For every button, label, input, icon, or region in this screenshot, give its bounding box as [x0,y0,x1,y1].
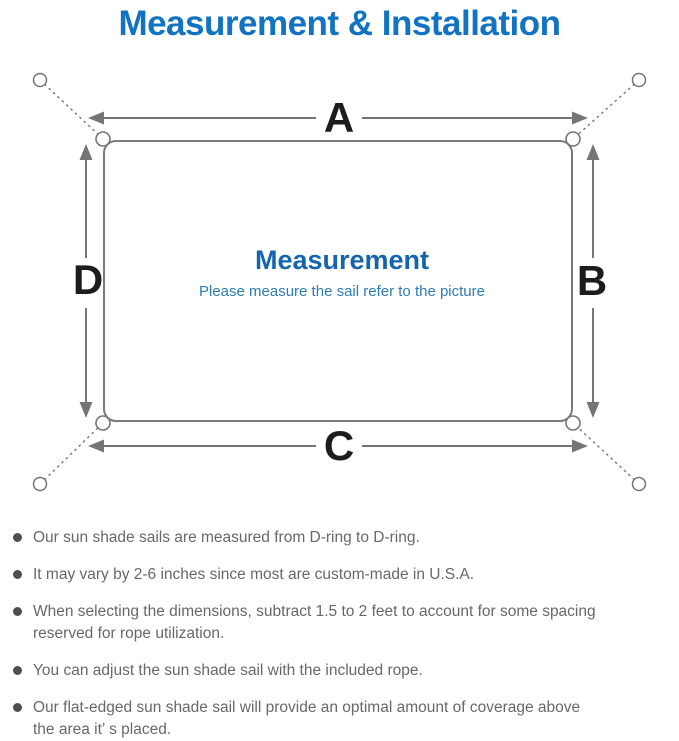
list-item: It may vary by 2-6 inches since most are… [13,564,675,586]
list-item-text: It may vary by 2-6 inches since most are… [33,564,474,586]
list-item-text: Our flat-edged sun shade sail will provi… [33,697,580,741]
sail-rectangle [103,140,573,422]
dim-label-d: D [73,256,103,303]
page-title: Measurement & Installation [118,4,561,43]
sail-diagram-svg: A B C D Measurement Please measure the s… [32,72,647,492]
list-item-line: When selecting the dimensions, subtract … [33,603,596,620]
dim-label-c: C [324,422,354,469]
dim-label-a: A [324,94,354,141]
diagram-subtitle: Please measure the sail refer to the pic… [199,283,485,300]
list-item-line: Our sun shade sails are measured from D-… [33,529,420,546]
anchor-dashed-lines [39,79,640,485]
d-ring-icons [95,131,581,431]
list-item-text: When selecting the dimensions, subtract … [33,601,596,645]
list-item: Our sun shade sails are measured from D-… [13,527,675,549]
list-item-text: Our sun shade sails are measured from D-… [33,527,420,549]
list-item-line: the area it’ s placed. [33,721,172,738]
instruction-list: Our sun shade sails are measured from D-… [0,527,679,741]
arrowhead-icons [79,111,600,453]
anchor-ring-icons [32,72,647,492]
list-item-line: reserved for rope utilization. [33,625,225,642]
bullet-icon [13,607,22,616]
bullet-icon [13,703,22,712]
list-item-line: It may vary by 2-6 inches since most are… [33,566,475,583]
diagram-heading: Measurement [255,245,429,275]
measurement-diagram: A B C D Measurement Please measure the s… [0,46,679,501]
bullet-icon [13,666,22,675]
list-item-text: You can adjust the sun shade sail with t… [33,660,423,682]
list-item: Our flat-edged sun shade sail will provi… [13,697,675,741]
dimension-lines [85,117,594,447]
list-item: You can adjust the sun shade sail with t… [13,660,675,682]
dim-label-b: B [577,257,607,304]
list-item-line: Our flat-edged sun shade sail will provi… [33,699,581,716]
bullet-icon [13,570,22,579]
bullet-icon [13,533,22,542]
list-item-line: You can adjust the sun shade sail with t… [33,662,423,679]
list-item: When selecting the dimensions, subtract … [13,601,675,645]
